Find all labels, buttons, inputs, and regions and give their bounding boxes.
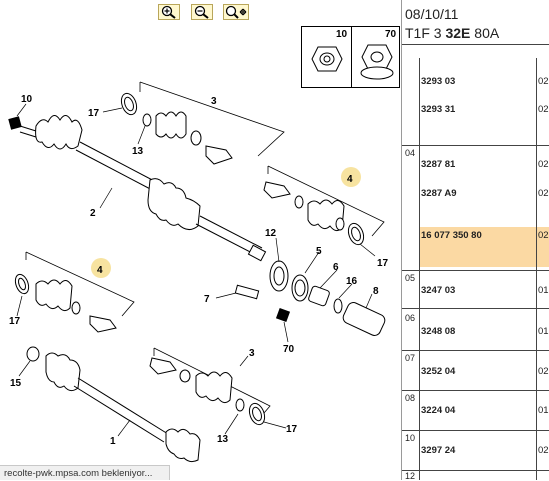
callout: 10: [21, 94, 33, 105]
callout: 3: [211, 96, 217, 107]
date-label: 08/10/11: [405, 6, 459, 22]
callout: 2: [90, 208, 96, 219]
selected-row-highlight: [420, 227, 549, 267]
boot-kit-right: [263, 181, 365, 246]
zoom-fit-button[interactable]: [223, 4, 249, 20]
callout: 1: [110, 436, 116, 447]
callout: 70: [283, 344, 295, 355]
toolbar: [0, 0, 400, 26]
callout: 17: [88, 108, 100, 119]
zoom-out-icon: [194, 5, 209, 19]
boot-kit-lower-right: [149, 357, 266, 426]
nut-icon: [311, 46, 343, 72]
callout: 8: [373, 286, 379, 297]
inset-label: 70: [385, 29, 397, 40]
boot-kit-upper: [120, 92, 233, 165]
callout: 4: [347, 174, 353, 185]
highlight-marker: [341, 167, 361, 187]
inset-label: 10: [336, 29, 348, 40]
callout: 15: [10, 378, 22, 389]
zoom-in-icon: [161, 5, 176, 19]
flange-nut-icon: [360, 44, 394, 80]
callout: 16: [346, 276, 358, 287]
fastener-inset: 10 70: [301, 26, 400, 88]
zoom-fit-icon: [225, 5, 247, 19]
boot-kit-lower: [14, 273, 117, 333]
callout: 12: [265, 228, 277, 239]
zoom-in-button[interactable]: [158, 4, 180, 20]
driveshaft-upper: [8, 115, 267, 262]
exploded-parts-diagram: 10 17 3 13 2 4 17 12 5 6 16 8 7 70 4 17 …: [8, 81, 389, 463]
callout: 17: [377, 258, 389, 269]
zoom-out-button[interactable]: [191, 4, 213, 20]
parts-list-pane: 08/10/11 T1F 3 32E 80A 3293 03 02 3293 3…: [401, 0, 549, 481]
callout: 7: [204, 294, 210, 305]
callout: 4: [97, 265, 103, 276]
bearing-assembly: [234, 260, 386, 336]
status-bar: recolte-pwk.mpsa.com bekleniyor...: [0, 465, 170, 480]
vehicle-ref: T1F 3 32E 80A: [405, 25, 500, 41]
callout: 5: [316, 246, 322, 257]
highlight-marker: [91, 258, 111, 278]
callout: 6: [333, 262, 339, 273]
driveshaft-lower: [26, 346, 201, 463]
callout: 13: [132, 146, 144, 157]
callout: 3: [249, 348, 255, 359]
callout: 13: [217, 434, 229, 445]
callout: 17: [9, 316, 21, 327]
callout: 17: [286, 424, 298, 435]
